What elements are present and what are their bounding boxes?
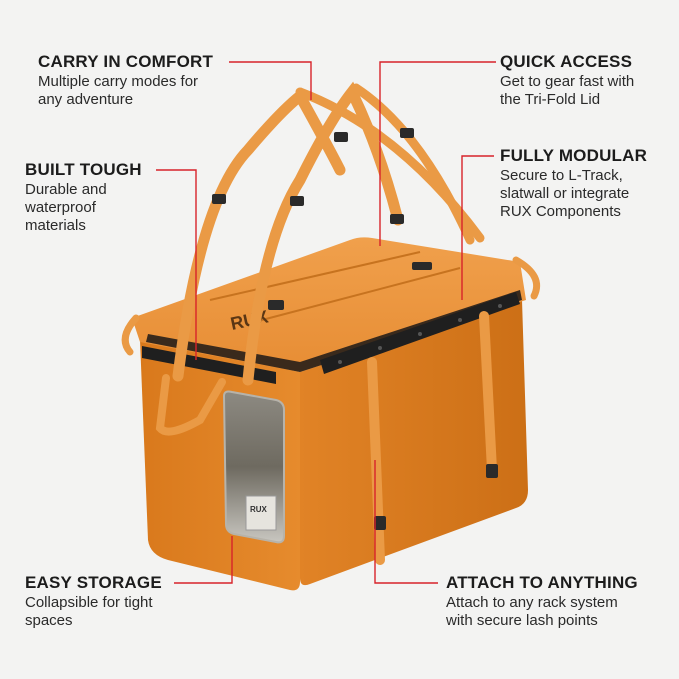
buckle-icon xyxy=(212,194,226,204)
buckle-icon xyxy=(268,300,284,310)
buckle-icon xyxy=(400,128,414,138)
callout-attach-to-anything: ATTACH TO ANYTHING Attach to any rack sy… xyxy=(446,573,638,630)
leader-lines xyxy=(156,61,496,584)
buckle-icon xyxy=(334,132,348,142)
leader-attach xyxy=(374,460,438,584)
bag-lid xyxy=(132,237,526,372)
buckles xyxy=(212,128,498,530)
leader-storage xyxy=(174,536,233,584)
window-tag xyxy=(245,495,277,531)
callout-line: the Tri-Fold Lid xyxy=(500,91,601,108)
callout-description: Collapsible for tight spaces xyxy=(25,594,162,630)
callout-line: Attach to any rack system xyxy=(446,594,618,611)
window-tag-label: RUX xyxy=(250,505,268,514)
callout-line: Collapsible for tight xyxy=(25,594,153,611)
lash-strap-end xyxy=(479,311,497,475)
ring-loop xyxy=(121,314,140,356)
buckle-icon xyxy=(374,516,386,530)
callout-line: any adventure xyxy=(38,91,134,108)
callout-description: Multiple carry modes for any adventure xyxy=(38,73,213,109)
buckle-icon xyxy=(290,196,304,206)
callout-title: FULLY MODULAR xyxy=(500,146,648,165)
callout-line: with secure lash points xyxy=(446,612,598,629)
carry-straps xyxy=(121,81,541,565)
ring-loop xyxy=(512,256,541,300)
callout-line: materials xyxy=(25,217,86,234)
buckle-icon xyxy=(390,214,404,224)
rail-bolt xyxy=(458,318,462,322)
lid-fold-line xyxy=(209,251,421,301)
callout-line: Multiple carry modes for xyxy=(38,73,199,90)
rail-bolt xyxy=(378,346,382,350)
callout-title: EASY STORAGE xyxy=(25,573,162,592)
rail-bolt xyxy=(418,332,422,336)
bag-front-panel xyxy=(300,300,528,586)
rail-bolt xyxy=(498,304,502,308)
lid-seam xyxy=(146,290,522,372)
callout-description: Get to gear fast with the Tri-Fold Lid xyxy=(500,73,634,109)
callout-easy-storage: EASY STORAGE Collapsible for tight space… xyxy=(25,573,162,630)
lid-fold-line xyxy=(261,267,461,321)
buckle-icon xyxy=(486,464,498,478)
callout-line: Get to gear fast with xyxy=(500,73,635,90)
callout-line: Durable and xyxy=(25,181,107,198)
leader-quick xyxy=(379,61,496,246)
callout-line: waterproof xyxy=(25,199,96,216)
callout-description: Attach to any rack system with secure la… xyxy=(446,594,638,630)
callout-line: spaces xyxy=(25,612,73,629)
callout-title: QUICK ACCESS xyxy=(500,52,633,71)
rail-bolt xyxy=(338,360,342,364)
callout-quick-access: QUICK ACCESS Get to gear fast with the T… xyxy=(500,52,634,109)
callout-description: Secure to L-Track, slatwall or integrate… xyxy=(500,167,647,221)
carry-strap-mid xyxy=(242,81,404,386)
callout-carry-in-comfort: CARRY IN COMFORT Multiple carry modes fo… xyxy=(38,52,213,109)
carry-strap-right-2 xyxy=(351,83,475,245)
callout-fully-modular: FULLY MODULAR Secure to L-Track, slatwal… xyxy=(500,146,647,221)
callout-title: CARRY IN COMFORT xyxy=(38,52,214,71)
side-strap-left xyxy=(155,374,226,436)
leader-carry xyxy=(229,61,312,100)
leader-tough xyxy=(156,169,197,360)
callout-title: BUILT TOUGH xyxy=(25,160,142,179)
callout-description: Durable and waterproof materials xyxy=(25,181,142,235)
callout-built-tough: BUILT TOUGH Durable and waterproof mater… xyxy=(25,160,142,235)
callout-line: slatwall or integrate xyxy=(500,185,630,202)
buckle-icon xyxy=(412,262,432,270)
clear-window: RUX xyxy=(222,390,285,544)
leader-modular xyxy=(461,155,494,300)
callout-line: Secure to L-Track, xyxy=(500,167,623,184)
callout-title: ATTACH TO ANYTHING xyxy=(446,573,638,592)
callout-line: RUX Components xyxy=(500,203,621,220)
